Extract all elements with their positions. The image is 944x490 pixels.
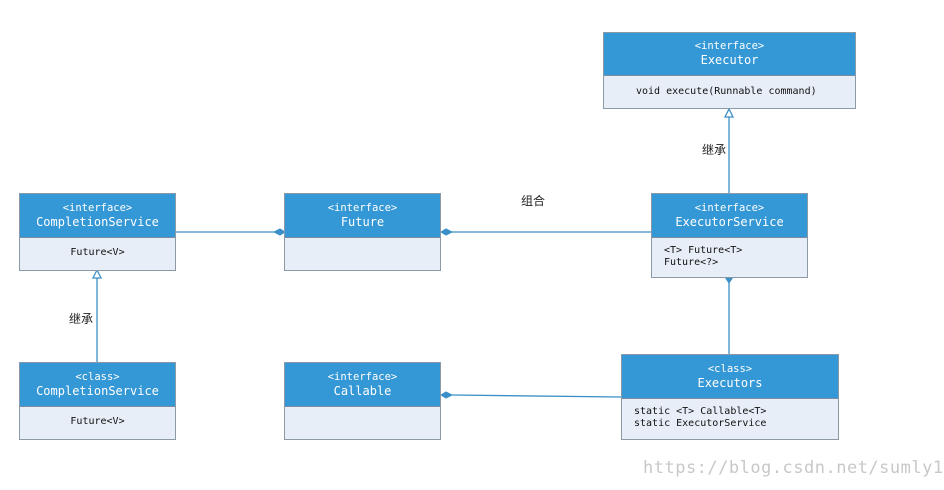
class-name: CompletionService [36, 214, 159, 229]
completion-service-class-header: <class> CompletionService [20, 363, 175, 407]
member: Future<V> [70, 416, 125, 427]
inheritance-arrowhead [723, 107, 735, 118]
member: Future<?> [664, 257, 719, 268]
member: Future<V> [70, 247, 125, 258]
inherit-label-left: 继承 [69, 312, 94, 326]
callable-box[interactable]: <interface> Callable [284, 362, 441, 440]
executors-box[interactable]: <class> Executors static <T> Callable<T>… [621, 354, 839, 440]
completion-service-interface-header: <interface> CompletionService [20, 194, 175, 238]
executors-members: static <T> Callable<T> static ExecutorSe… [622, 399, 838, 430]
stereotype: <interface> [694, 201, 765, 214]
edge-callable-executors [451, 394, 622, 398]
class-name: Executors [697, 375, 763, 390]
composition-diamond [440, 391, 454, 399]
executors-header: <class> Executors [622, 355, 838, 399]
stereotype: <interface> [327, 201, 398, 214]
completion-service-interface-box[interactable]: <interface> CompletionService Future<V> [19, 193, 176, 271]
future-box[interactable]: <interface> Future [284, 193, 441, 271]
stereotype: <interface> [694, 40, 765, 52]
completion-service-interface-members: Future<V> [20, 238, 175, 259]
composition-diamond [440, 228, 454, 236]
future-members [285, 238, 440, 243]
compose-label: 组合 [521, 194, 546, 208]
class-name: ExecutorService [675, 214, 784, 229]
member: static ExecutorService [634, 418, 767, 429]
member: void execute(Runnable command) [636, 86, 817, 97]
callable-members [285, 407, 440, 412]
member: <T> Future<T> [664, 245, 743, 256]
class-name: CompletionService [36, 383, 159, 398]
completion-service-class-box[interactable]: <class> CompletionService Future<V> [19, 362, 176, 440]
completion-service-class-members: Future<V> [20, 407, 175, 428]
executor-service-box[interactable]: <interface> ExecutorService <T> Future<T… [651, 193, 808, 278]
stereotype: <interface> [327, 370, 398, 383]
stereotype: <class> [707, 362, 753, 375]
inherit-label-top: 继承 [702, 143, 727, 157]
executor-header: <interface> Executor [604, 33, 855, 76]
inheritance-arrowhead [91, 268, 103, 279]
future-header: <interface> Future [285, 194, 440, 238]
class-name: Future [340, 214, 385, 229]
member: static <T> Callable<T> [634, 406, 767, 417]
watermark: https://blog.csdn.net/sumly1 [643, 458, 944, 478]
executor-service-members: <T> Future<T> Future<?> [652, 238, 807, 269]
callable-header: <interface> Callable [285, 363, 440, 407]
stereotype: <interface> [62, 201, 133, 214]
composition-diamond [272, 228, 286, 236]
stereotype: <class> [75, 370, 120, 383]
executor-box[interactable]: <interface> Executor void execute(Runnab… [603, 32, 856, 109]
executor-service-header: <interface> ExecutorService [652, 194, 807, 238]
executor-members: void execute(Runnable command) [604, 76, 855, 98]
class-name: Executor [700, 53, 759, 67]
class-name: Callable [333, 383, 392, 398]
